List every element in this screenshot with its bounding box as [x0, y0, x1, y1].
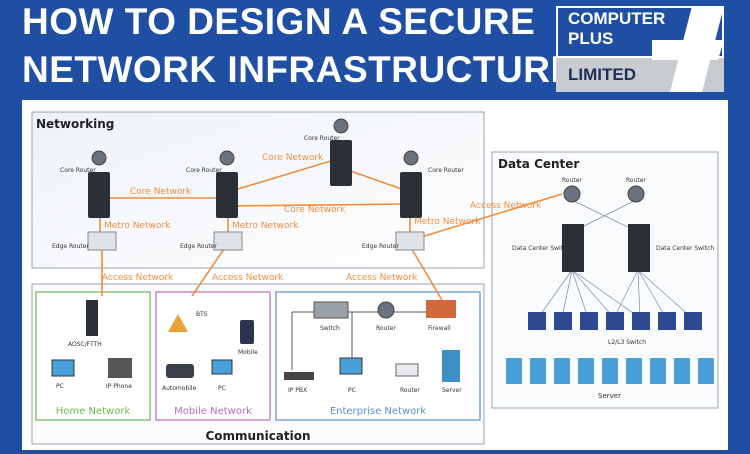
- dc-router-1-label: Router: [562, 177, 582, 184]
- core-router-4-label: Core Router: [428, 167, 464, 174]
- company-logo: COMPUTER PLUS LIMITED: [556, 6, 724, 92]
- logo-plus-icon: [652, 6, 724, 92]
- ip-phone-label: IP Phone: [106, 383, 132, 390]
- mobile-label: Mobile: [238, 349, 258, 356]
- mobile-pc-icon: [211, 359, 233, 375]
- edge-router-2-label: Edge Router: [180, 243, 217, 250]
- wireless-router-icon: [395, 363, 419, 377]
- firewall-icon: [426, 300, 456, 318]
- dc-switch-2-label: Data Center Switch: [656, 245, 714, 252]
- enterprise-router-icon: [377, 301, 395, 319]
- access-network-label-1: Access Network: [102, 273, 174, 283]
- network-diagram: Networking Data Center Communication Cor…: [22, 100, 728, 450]
- mobile-pc-label: PC: [218, 385, 226, 392]
- l2l3-switch-label: L2/L3 Switch: [608, 339, 646, 346]
- aosc-label: AOSC/FTTH: [68, 341, 102, 348]
- enterprise-router-label: Router: [376, 325, 396, 332]
- logo-text-limited: LIMITED: [568, 65, 636, 84]
- ip-phone-icon: [108, 358, 132, 378]
- core-router-1: [88, 150, 110, 218]
- network-diagram-svg: Networking Data Center Communication Cor…: [31, 111, 719, 445]
- bts-label: BTS: [196, 311, 208, 318]
- metro-network-label-3: Metro Network: [414, 217, 481, 227]
- home-pc-icon: [51, 359, 75, 377]
- enterprise-network-title: Enterprise Network: [330, 406, 427, 417]
- dc-router-2: [627, 185, 645, 203]
- core-router-2-label: Core Router: [186, 167, 222, 174]
- mobile-network-panel: [155, 291, 271, 421]
- core-router-2: [216, 150, 238, 218]
- edge-router-1: [87, 231, 117, 251]
- enterprise-pc-icon: [339, 357, 363, 375]
- enterprise-pc-label: PC: [348, 387, 356, 394]
- core-router-3-label: Core Router: [304, 135, 340, 142]
- core-router-3: [330, 118, 352, 186]
- firewall-label: Firewall: [428, 325, 451, 332]
- mobile-phone-icon: [240, 320, 254, 344]
- page-title-line2: NETWORK INFRASTRUCTURE: [22, 49, 576, 90]
- access-network-label-3: Access Network: [346, 273, 418, 283]
- logo-text-computer: COMPUTER: [568, 9, 666, 28]
- dc-servers: [506, 358, 714, 384]
- enterprise-switch-icon: [313, 301, 349, 319]
- dc-router-1: [563, 185, 581, 203]
- core-network-label-1: Core Network: [130, 187, 192, 197]
- dc-switch-2: [628, 224, 650, 272]
- dc-router-2-label: Router: [626, 177, 646, 184]
- mobile-network-title: Mobile Network: [174, 406, 252, 417]
- home-pc-label: PC: [56, 383, 64, 390]
- header-banner: HOW TO DESIGN A SECURE NETWORK INFRASTRU…: [0, 0, 750, 100]
- ip-pbx-icon: [284, 372, 314, 380]
- edge-router-3-label: Edge Router: [362, 243, 399, 250]
- communication-title: Communication: [205, 429, 310, 443]
- core-router-1-label: Core Router: [60, 167, 96, 174]
- server-label: Server: [598, 392, 621, 400]
- ip-pbx-label: IP PBX: [288, 387, 307, 394]
- bts-tower-icon: [168, 314, 188, 332]
- access-network-label-2: Access Network: [212, 273, 284, 283]
- edge-router-1-label: Edge Router: [52, 243, 89, 250]
- l2l3-switches: [528, 312, 702, 330]
- core-network-label-3: Core Network: [284, 205, 346, 215]
- logo-text-plus: PLUS: [568, 29, 614, 48]
- metro-network-label-2: Metro Network: [232, 221, 299, 231]
- networking-title: Networking: [36, 117, 114, 131]
- enterprise-server-label: Server: [442, 387, 462, 394]
- automobile-icon: [166, 364, 194, 378]
- edge-router-2: [213, 231, 243, 251]
- enterprise-switch-label: Switch: [320, 325, 340, 332]
- page-title-line1: HOW TO DESIGN A SECURE: [22, 1, 536, 42]
- core-network-label-2: Core Network: [262, 153, 324, 163]
- home-network-title: Home Network: [56, 406, 131, 417]
- access-network-label-4: Access Network: [470, 201, 542, 211]
- metro-network-label-1: Metro Network: [104, 221, 171, 231]
- dc-switch-1-label: Data Center Switch: [512, 245, 570, 252]
- automobile-label: Automobile: [162, 385, 197, 392]
- aosc-device: [86, 300, 98, 336]
- enterprise-router2-label: Router: [400, 387, 420, 394]
- dc-switch-1: [562, 224, 584, 272]
- enterprise-server-icon: [442, 350, 460, 382]
- core-router-4: [400, 150, 422, 218]
- edge-router-3: [395, 231, 425, 251]
- data-center-title: Data Center: [498, 157, 579, 171]
